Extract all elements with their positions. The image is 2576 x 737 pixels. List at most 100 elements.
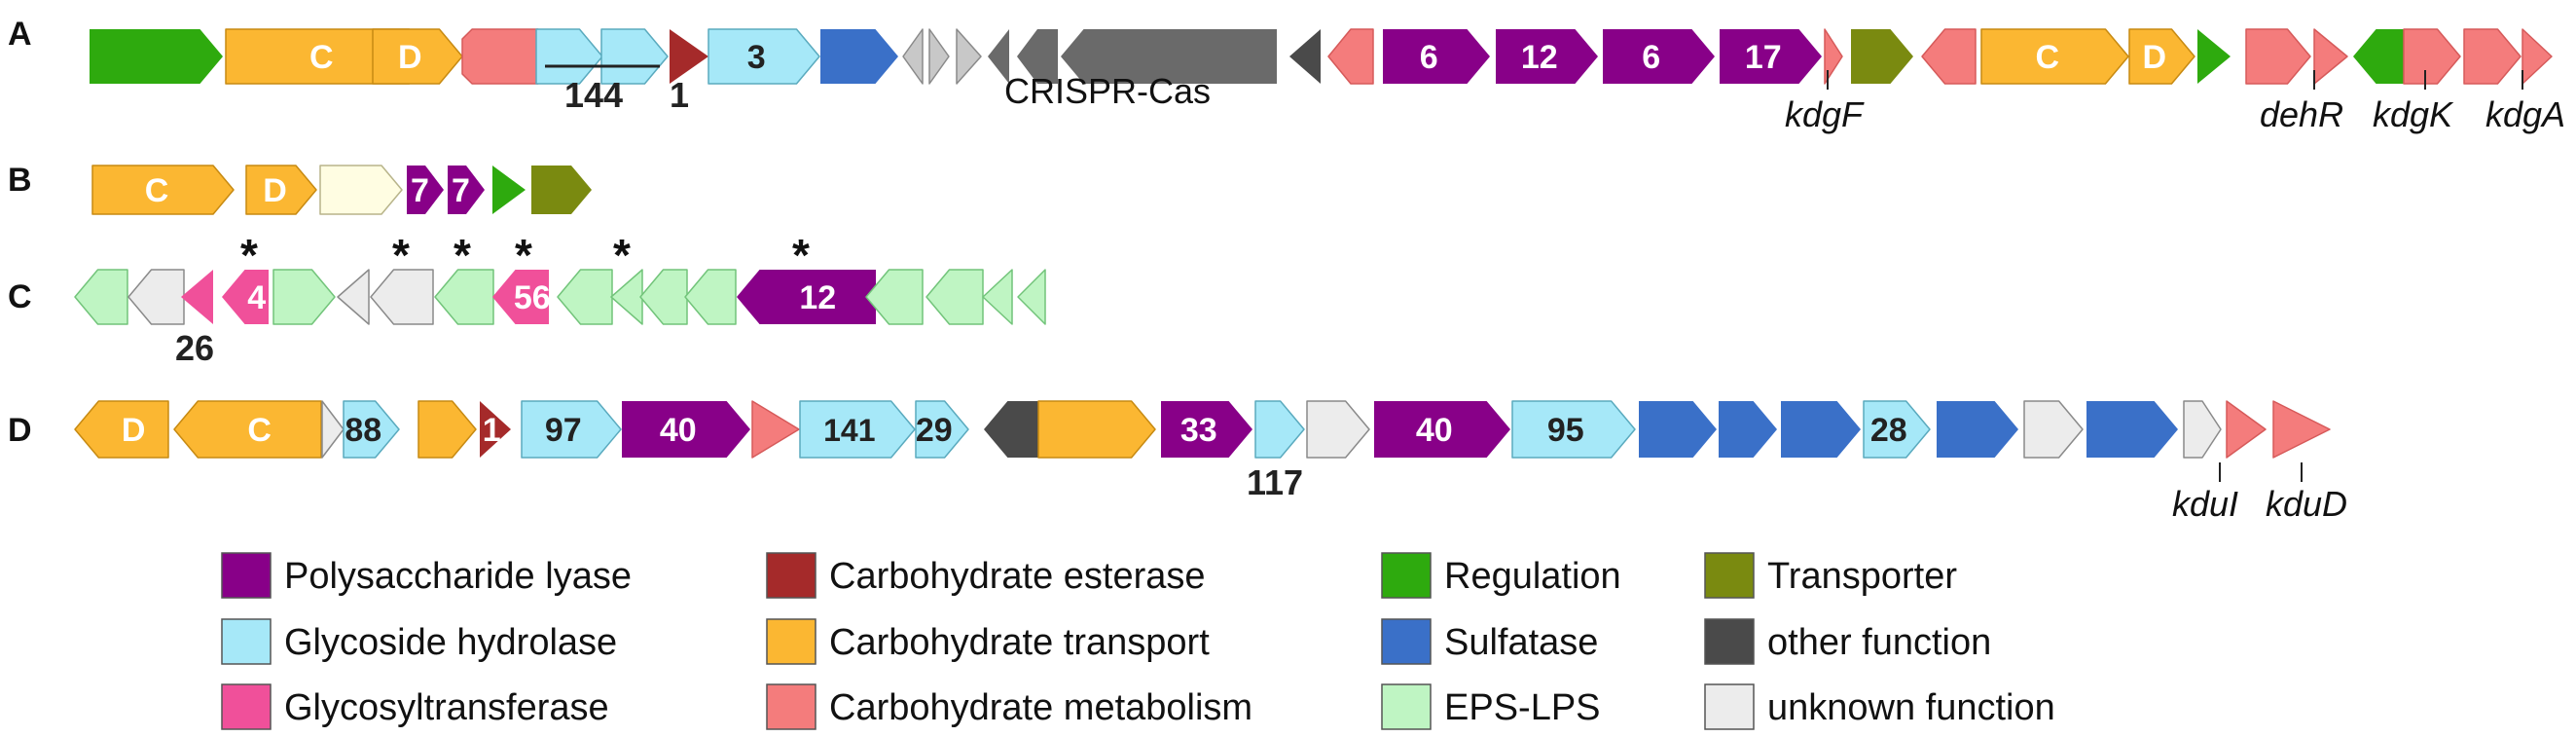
gene-arrow-c-9: [492, 270, 549, 324]
gene-arrow-a-12: [956, 28, 982, 85]
gene-arrow-d-9: [751, 400, 800, 459]
legend-swatch-regulation: [1381, 552, 1432, 599]
legend-label-glycosyltransferase: Glycosyltransferase: [284, 687, 609, 728]
gene-arrow-a-26: [2128, 28, 2195, 85]
legend-swatch-eps-lps: [1381, 683, 1432, 730]
gene-label-d-17: 40: [1416, 412, 1453, 449]
kdui-annotation: kduI: [2172, 484, 2238, 524]
gene-arrow-c-13: [684, 269, 737, 325]
gene-arrow-a-6: [600, 28, 669, 85]
legend-swatch-unknown-function: [1704, 683, 1755, 730]
legend-label-carbohydrate-metabolism: Carbohydrate metabolism: [829, 687, 1252, 728]
gene-arrow-d-27: [2226, 400, 2267, 459]
gene-label-d-6: 1: [483, 412, 501, 449]
legend-label-carbohydrate-esterase: Carbohydrate esterase: [829, 556, 1206, 597]
star-1: *: [240, 230, 258, 280]
star-5: *: [613, 230, 631, 280]
gene-arrow-c-1: [74, 269, 128, 325]
gene-label-a-18: 6: [1420, 39, 1438, 76]
gene-arrow-a-4: [461, 28, 549, 85]
gene-arrow-a-9: [820, 29, 898, 84]
gene-arrow-a-20: [1603, 29, 1715, 84]
gt26-annotation: 26: [175, 328, 214, 368]
kdgf-annotation: kdgF: [1785, 94, 1865, 134]
gene-arrow-a-28: [2245, 28, 2311, 85]
gene-arrow-d-14: [1161, 401, 1252, 458]
gene-arrow-c-6: [337, 269, 370, 325]
gene-arrow-a-1: [90, 29, 223, 84]
gene-arrow-d-20: [1719, 401, 1777, 458]
star-4: *: [515, 230, 532, 280]
gene-arrow-b-6: [492, 166, 526, 214]
gh117-annotation: 117: [1247, 462, 1303, 502]
star-6: *: [792, 230, 810, 280]
gene-label-b-2: D: [263, 172, 287, 209]
kdgk-annotation: kdgK: [2373, 94, 2454, 134]
gene-arrow-c-4: [222, 270, 269, 324]
gene-label-c-14: 12: [799, 279, 836, 316]
gene-arrow-d-10: [799, 400, 916, 459]
legend-label-other-function: other function: [1767, 622, 1991, 663]
gene-arrow-c-14: [737, 270, 876, 324]
gene-arrow-b-5: [448, 166, 485, 214]
gene-arrow-a-13: [988, 29, 1009, 84]
gene-arrow-d-21: [1781, 401, 1861, 458]
gene-arrow-a-27: [2197, 29, 2231, 84]
gene-arrow-d-5: [417, 400, 477, 459]
gene-label-c-4: 4: [247, 279, 266, 316]
gene-label-a-20: 6: [1642, 39, 1660, 76]
gene-arrow-a-32: [2463, 28, 2522, 85]
gene-arrow-d-1: [74, 400, 169, 459]
gene-label-a-2: C: [309, 39, 334, 76]
gene-arrow-d-8: [622, 401, 750, 458]
gene-arrow-d-13: [1037, 400, 1156, 459]
gene-label-d-14: 33: [1180, 412, 1217, 449]
legend-label-unknown-function: unknown function: [1767, 687, 2055, 728]
gene-arrow-a-29: [2313, 28, 2348, 85]
gene-arrow-d-15: [1254, 400, 1305, 459]
gene-arrow-d-23: [1937, 401, 2018, 458]
kdud-annotation: kduD: [2266, 484, 2347, 524]
gene-arrow-b-4: [407, 166, 444, 214]
gene-label-a-26: D: [2142, 39, 2166, 76]
gene-label-d-4: 88: [345, 412, 381, 449]
legend-label-polysaccharide-lyase: Polysaccharide lyase: [284, 556, 632, 597]
gene-label-d-1: D: [122, 412, 146, 449]
gene-arrow-d-11: [915, 400, 969, 459]
gene-label-d-7: 97: [545, 412, 582, 449]
gene-arrow-a-21: [1720, 29, 1822, 84]
gene-arrow-d-24: [2023, 400, 2084, 459]
gene-arrow-a-30: [2353, 29, 2404, 84]
kdga-annotation: kdgA: [2485, 94, 2565, 134]
legend-label-glycoside-hydrolase: Glycoside hydrolase: [284, 622, 617, 663]
legend-swatch-glycosyltransferase: [221, 683, 272, 730]
gene-label-b-5: 7: [452, 172, 470, 209]
gene-arrow-d-22: [1863, 400, 1931, 459]
legend-swatch-sulfatase: [1381, 618, 1432, 665]
gene-arrow-a-15: [1061, 29, 1277, 84]
gene-arrow-a-33: [2522, 28, 2553, 85]
row-label-a: A: [8, 16, 32, 53]
legend-swatch-polysaccharide-lyase: [221, 552, 272, 599]
gene-arrow-a-8: [707, 28, 820, 85]
star-3: *: [454, 230, 471, 280]
gene-arrow-c-16: [925, 269, 984, 325]
gene-arrow-a-19: [1496, 29, 1598, 84]
legend-label-transporter: Transporter: [1767, 556, 1957, 597]
legend-swatch-other-function: [1704, 618, 1755, 665]
gene-arrow-d-19: [1639, 401, 1717, 458]
gene-label-d-22: 28: [1870, 412, 1907, 449]
legend-label-regulation: Regulation: [1444, 556, 1621, 597]
gene-label-a-21: 17: [1745, 39, 1782, 76]
gene-arrow-d-18: [1511, 400, 1636, 459]
gene-arrow-a-3: [372, 28, 463, 85]
legend-swatch-carbohydrate-transport: [766, 618, 816, 665]
gene-arrow-c-2: [127, 269, 185, 325]
ce1-annotation: 1: [670, 75, 689, 115]
legend-swatch-glycoside-hydrolase: [221, 618, 272, 665]
legend: Polysaccharide lyase Carbohydrate esteras…: [221, 552, 2055, 730]
gene-arrow-d-12: [984, 401, 1038, 458]
gene-arrow-a-31: [2403, 28, 2461, 85]
gene-arrow-d-28: [2272, 400, 2331, 459]
